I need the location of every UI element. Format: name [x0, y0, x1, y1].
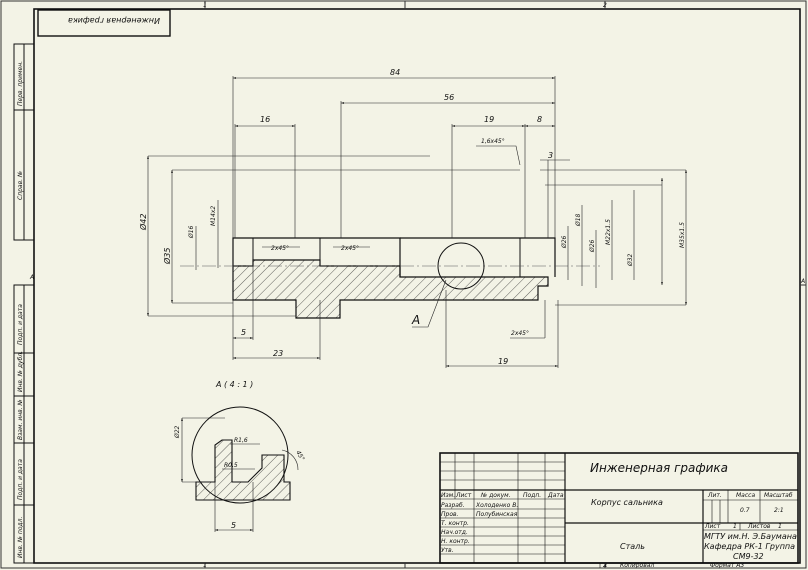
tb-role-2: Т. контр. [441, 520, 469, 527]
detail-d5: 5 [231, 521, 236, 530]
tb-copied: Копировал [620, 562, 654, 569]
tb-h-doc: № докум. [480, 492, 511, 499]
zone-top-1: 1 [203, 2, 207, 9]
section-hatch [232, 259, 549, 319]
tb-sheet-label: Лист [704, 523, 721, 530]
dim-3: 3 [548, 151, 553, 160]
tb-mass: 0.7 [740, 507, 750, 514]
dimension-lines [147, 76, 687, 368]
zone-top-2: 2 [603, 2, 607, 9]
dim-19-top: 19 [484, 115, 494, 124]
dim-dia35: Ø35 [162, 248, 172, 265]
side-label-3: Инв. № дубл. [17, 351, 24, 392]
tb-role-1: Пров. [441, 511, 459, 518]
zone-left-a: A [29, 274, 34, 281]
dim-5: 5 [241, 328, 246, 337]
zone-bottom-1: 1 [203, 562, 207, 569]
tb-bottom-no: 1 [604, 562, 608, 569]
title-block [439, 452, 799, 568]
detail-title: A ( 4 : 1 ) [215, 380, 253, 389]
tb-role-4: Н. контр. [441, 538, 470, 545]
dim-dia16: Ø16 [188, 225, 195, 239]
tb-org-2: Кафедра РК-1 Группа [704, 542, 795, 551]
detail-a-circle [437, 242, 485, 290]
dim-dia32: Ø32 [627, 253, 634, 267]
dim-chamfer-top: 1,6x45° [481, 138, 505, 145]
tb-h-sign: Подп. [523, 492, 541, 499]
tb-mass-label: Масса [736, 492, 755, 499]
tb-role-3: Нач.отд. [441, 529, 468, 536]
detail-view: A ( 4 : 1 ) Ø22 R1,6 R0,5 45° 5 [174, 380, 306, 532]
top-stamp-text: Инженерная графика [68, 16, 160, 25]
view-a-label: A [411, 313, 420, 327]
side-label-0: Перв. примен. [17, 61, 24, 106]
tb-h-list: Лист [455, 492, 472, 499]
dim-chamfer-bottom: 2x45° [511, 330, 529, 337]
detail-r16: R1,6 [234, 437, 248, 444]
tb-role-0: Разраб. [441, 502, 465, 509]
side-label-6: Инв. № подл. [17, 517, 24, 558]
detail-angle: 45° [294, 450, 305, 463]
dim-m14: M14x2 [210, 206, 217, 226]
tb-name-0: Холоденко В. [475, 502, 518, 509]
tb-discipline: Инженерная графика [590, 461, 728, 475]
tb-material: Сталь [620, 542, 645, 551]
zone-right-a: A [800, 278, 805, 285]
side-label-5: Подп. и дата [17, 459, 24, 500]
tb-part-name: Корпус сальника [591, 498, 663, 507]
dim-19-bottom: 19 [498, 357, 508, 366]
detail-r05: R0,5 [224, 462, 238, 469]
tb-org-1: МГТУ им.Н. Э.Баумана [704, 532, 797, 541]
tb-scale: 2:1 [774, 507, 784, 514]
top-stamp-box [37, 9, 171, 37]
dim-dia18: Ø18 [575, 213, 582, 227]
dim-chamfer-left: 2x45° [271, 245, 289, 252]
tb-org-3: СМ9-32 [733, 552, 764, 561]
tb-h-izm: Изм. [441, 492, 455, 499]
tb-format: Формат А3 [710, 562, 744, 569]
detail-dia22: Ø22 [174, 425, 181, 439]
tb-sheet-no: 1 [733, 523, 737, 530]
dim-16: 16 [260, 115, 270, 124]
dim-dia26-b: Ø26 [589, 239, 596, 253]
side-label-1: Справ. № [17, 171, 24, 200]
dim-m22: M22x1.5 [605, 219, 612, 245]
side-label-4: Взам. инв. № [17, 399, 24, 440]
tb-name-1: Полубинская [476, 511, 518, 518]
tb-scale-label: Масштаб [764, 492, 793, 499]
dim-23: 23 [273, 349, 283, 358]
left-margin-columns [13, 43, 35, 564]
tb-sheets-no: 1 [778, 523, 782, 530]
tb-role-5: Утв. [441, 547, 454, 554]
dim-8: 8 [537, 115, 542, 124]
main-view [180, 237, 600, 319]
tb-lit-label: Лит. [707, 492, 722, 499]
tb-h-date: Дата [547, 492, 564, 499]
dim-dia26-a: Ø26 [561, 235, 568, 249]
side-label-2: Подп. и дата [17, 304, 24, 345]
tb-sheets-label: Листов [747, 523, 771, 530]
dim-84: 84 [390, 68, 400, 77]
zone-bottom-2: 2 [603, 562, 607, 569]
dim-dia42: Ø42 [138, 214, 148, 231]
dim-m35: M35x1.5 [679, 222, 686, 248]
dim-56: 56 [444, 93, 454, 102]
dim-chamfer-mid: 2x45° [341, 245, 359, 252]
